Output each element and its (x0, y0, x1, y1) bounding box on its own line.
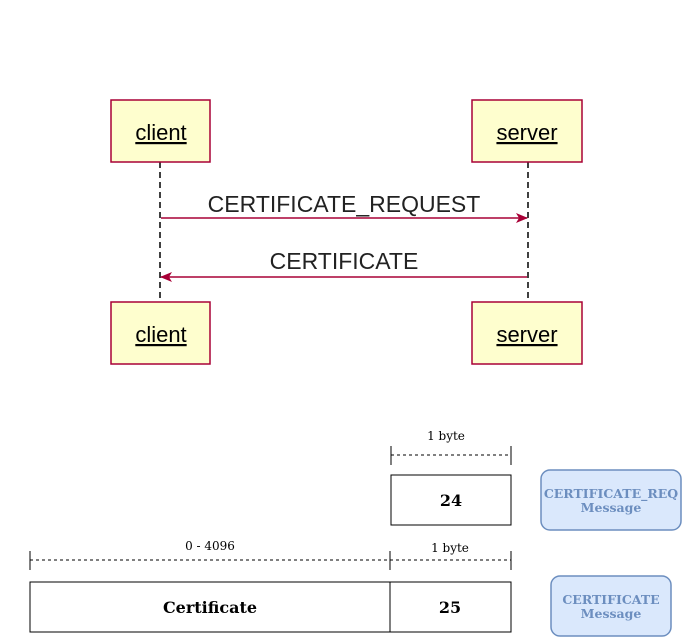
message-label-certificate-request: CERTIFICATE_REQUEST (208, 191, 481, 217)
message-certificate-request: CERTIFICATE_REQUEST (161, 191, 528, 223)
certificate-request-size-bracket (390, 446, 512, 465)
certificate-type-value: 25 (439, 598, 461, 617)
certificate-payload-field: Certificate (29, 581, 391, 633)
certificate-payload-label: Certificate (163, 598, 257, 617)
participant-client-top-label: client (135, 120, 186, 145)
participant-server-bottom-label: server (496, 322, 557, 347)
certificate-request-type-field: 24 (390, 474, 512, 526)
certificate-message-badge: CERTIFICATE Message (550, 575, 672, 637)
participant-server-top-label: server (496, 120, 557, 145)
sequence-diagram: client server CERTIFICATE_REQUEST CERTIF… (110, 99, 583, 365)
certificate-request-badge-line2: Message (581, 500, 642, 515)
certificate-size-bracket (29, 551, 512, 570)
certificate-format: 0 - 4096 1 byte Certificate 25 CERTIFICA… (29, 539, 672, 637)
participant-server-top: server (471, 99, 583, 163)
participant-server-bottom: server (471, 301, 583, 365)
certificate-payload-size-label: 0 - 4096 (185, 539, 235, 553)
message-certificate: CERTIFICATE (160, 248, 527, 282)
certificate-request-size-label: 1 byte (427, 429, 465, 443)
participant-client-bottom-label: client (135, 322, 186, 347)
certificate-request-badge-line1: CERTIFICATE_REQ (544, 486, 678, 502)
participant-client-top: client (110, 99, 211, 163)
certificate-badge-line2: Message (581, 606, 642, 621)
message-label-certificate: CERTIFICATE (270, 248, 419, 274)
certificate-request-format: 1 byte 24 CERTIFICATE_REQ Message (390, 429, 682, 531)
certificate-type-size-label: 1 byte (431, 541, 469, 555)
certificate-type-field: 25 (389, 581, 512, 633)
certificate-request-message-badge: CERTIFICATE_REQ Message (540, 469, 682, 531)
participant-client-bottom: client (110, 301, 211, 365)
certificate-badge-line1: CERTIFICATE (562, 592, 659, 607)
certificate-request-type-value: 24 (440, 491, 462, 510)
